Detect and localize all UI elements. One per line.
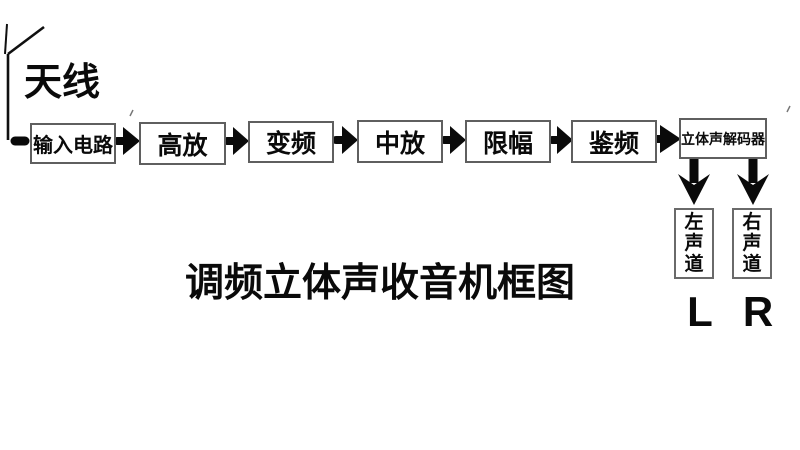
box-right-channel-label: 右声道 bbox=[742, 212, 762, 275]
arrow-decoder-to-left-channel bbox=[678, 159, 710, 205]
arrow-decoder-to-right-channel bbox=[737, 159, 769, 205]
block-if-amplifier-label: 中放 bbox=[374, 129, 425, 158]
arrow-mixer-to-if bbox=[332, 126, 358, 154]
left-channel-letter: L bbox=[687, 288, 713, 335]
tick-mark-left bbox=[129, 109, 134, 117]
antenna-label: 天线 bbox=[24, 62, 101, 104]
block-input-circuit-label: 输入电路 bbox=[33, 135, 113, 157]
block-if-amplifier: 中放 bbox=[357, 120, 443, 163]
block-stereo-decoder-label: 立体声解码器 bbox=[681, 130, 765, 147]
diagram-title: 调频立体声收音机框图 bbox=[185, 262, 576, 305]
block-input-circuit: 输入电路 bbox=[30, 123, 116, 164]
block-limiter: 限幅 bbox=[465, 120, 551, 163]
tick-mark-right bbox=[786, 105, 791, 113]
block-mixer-label: 变频 bbox=[265, 130, 316, 158]
antenna-icon bbox=[4, 23, 45, 146]
block-rf-amplifier-label: 高放 bbox=[157, 131, 208, 160]
arrow-if-to-limiter bbox=[440, 126, 466, 154]
arrow-limiter-to-discriminator bbox=[548, 126, 573, 154]
right-channel-letter: R bbox=[742, 288, 774, 335]
arrow-rf-to-mixer bbox=[223, 127, 249, 155]
block-rf-amplifier: 高放 bbox=[139, 122, 226, 165]
box-right-channel: 右声道 bbox=[732, 208, 772, 279]
box-left-channel-label: 左声道 bbox=[684, 212, 704, 275]
block-stereo-decoder: 立体声解码器 bbox=[679, 118, 767, 159]
box-left-channel: 左声道 bbox=[674, 208, 714, 279]
block-limiter-label: 限幅 bbox=[482, 129, 533, 158]
arrow-input-to-rf bbox=[113, 127, 140, 155]
block-discriminator-label: 鉴频 bbox=[588, 129, 639, 158]
block-discriminator: 鉴频 bbox=[571, 120, 657, 163]
block-mixer: 变频 bbox=[248, 121, 334, 163]
